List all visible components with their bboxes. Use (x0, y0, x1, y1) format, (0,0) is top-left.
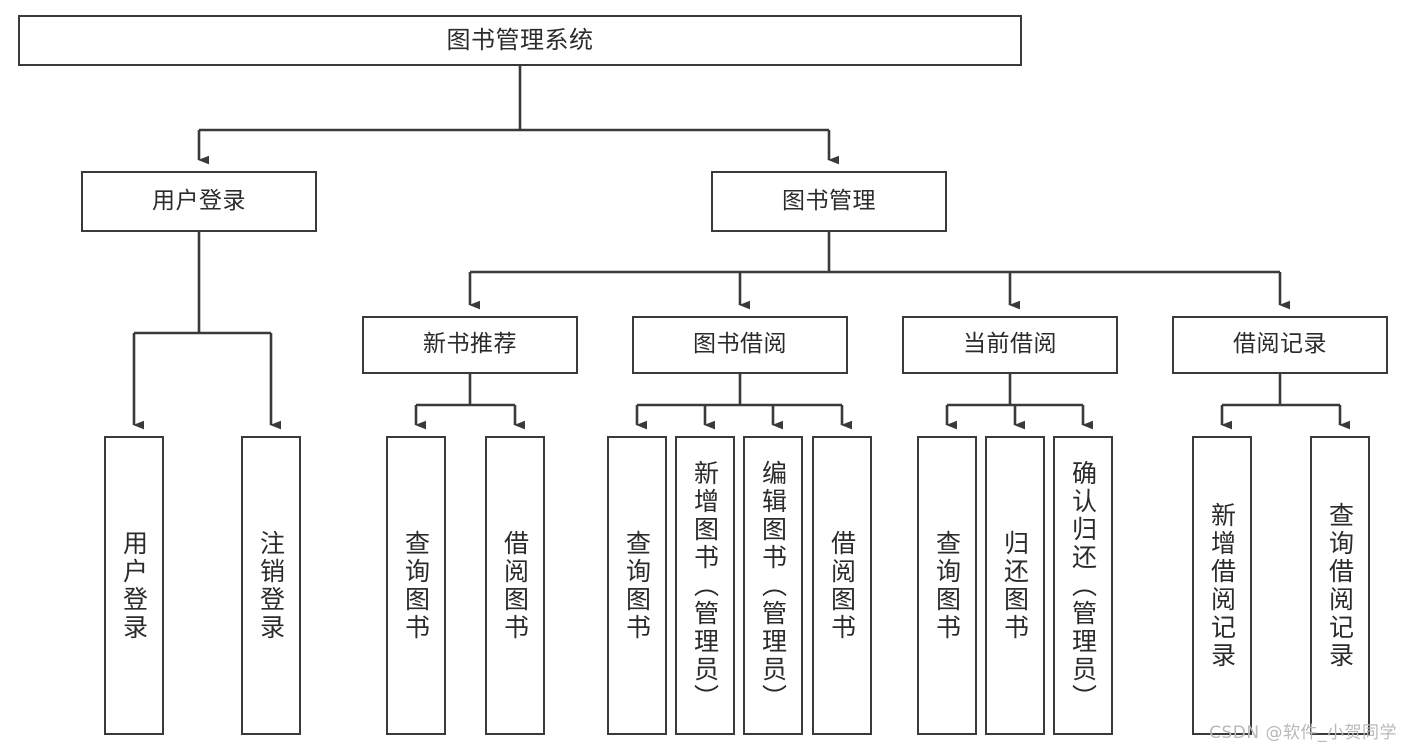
node-root[interactable]: 图书管理系统 (18, 15, 1022, 66)
node-leaf9[interactable]: 查询图书 (917, 436, 977, 735)
node-label-leaf10: 归还图书 (1000, 529, 1030, 642)
node-borrow[interactable]: 图书借阅 (632, 316, 848, 374)
node-label-leaf1: 用户登录 (119, 529, 149, 642)
node-leaf11[interactable]: 确认归还（管理员） (1053, 436, 1113, 735)
node-leaf1[interactable]: 用户登录 (104, 436, 164, 735)
node-label-leaf8: 借阅图书 (827, 529, 857, 642)
node-login[interactable]: 用户登录 (81, 171, 317, 232)
node-leaf5[interactable]: 查询图书 (607, 436, 667, 735)
node-label-current: 当前借阅 (963, 331, 1057, 358)
node-label-leaf12: 新增借阅记录 (1207, 501, 1237, 670)
node-leaf8[interactable]: 借阅图书 (812, 436, 872, 735)
node-label-leaf5: 查询图书 (622, 529, 652, 642)
node-label-records: 借阅记录 (1233, 331, 1327, 358)
csdn-watermark: CSDN @软件_小贺同学 (1209, 723, 1397, 743)
node-label-root: 图书管理系统 (446, 26, 594, 55)
node-label-leaf3: 查询图书 (401, 529, 431, 642)
node-leaf7[interactable]: 编辑图书（管理员） (743, 436, 803, 735)
node-label-leaf6: 新增图书（管理员） (690, 459, 720, 712)
node-leaf10[interactable]: 归还图书 (985, 436, 1045, 735)
node-current[interactable]: 当前借阅 (902, 316, 1118, 374)
node-leaf4[interactable]: 借阅图书 (485, 436, 545, 735)
node-label-leaf11: 确认归还（管理员） (1068, 459, 1098, 712)
node-label-bookmgmt: 图书管理 (782, 187, 876, 214)
node-records[interactable]: 借阅记录 (1172, 316, 1388, 374)
node-label-borrow: 图书借阅 (693, 331, 787, 358)
node-leaf13[interactable]: 查询借阅记录 (1310, 436, 1370, 735)
node-label-leaf9: 查询图书 (932, 529, 962, 642)
node-label-newbook: 新书推荐 (423, 331, 517, 358)
node-label-login: 用户登录 (152, 187, 246, 214)
node-leaf12[interactable]: 新增借阅记录 (1192, 436, 1252, 735)
node-label-leaf7: 编辑图书（管理员） (758, 459, 788, 712)
node-leaf3[interactable]: 查询图书 (386, 436, 446, 735)
node-label-leaf13: 查询借阅记录 (1325, 501, 1355, 670)
node-label-leaf4: 借阅图书 (500, 529, 530, 642)
node-label-leaf2: 注销登录 (256, 529, 286, 642)
node-leaf2[interactable]: 注销登录 (241, 436, 301, 735)
node-bookmgmt[interactable]: 图书管理 (711, 171, 947, 232)
node-newbook[interactable]: 新书推荐 (362, 316, 578, 374)
node-leaf6[interactable]: 新增图书（管理员） (675, 436, 735, 735)
